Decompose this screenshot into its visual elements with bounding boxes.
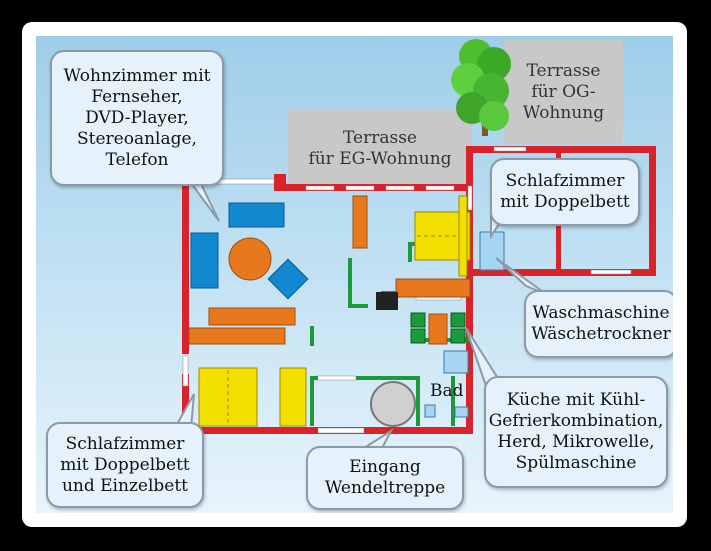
- tv-cabinet: [228, 202, 285, 228]
- callout-laundry: Waschmaschine Wäschetrockner: [524, 290, 673, 358]
- double-bed-left: [198, 367, 258, 427]
- bath-fixture-1: [424, 404, 436, 418]
- shelf-2: [188, 327, 286, 345]
- bath-label: Bad: [430, 381, 464, 401]
- floor-plan-drawing: [174, 39, 656, 452]
- armchair: [267, 258, 309, 300]
- table: [228, 237, 272, 281]
- callout-bedroom-right: Schlafzimmer mit Doppelbett: [490, 158, 640, 226]
- sofa: [190, 232, 219, 289]
- stove: [376, 292, 398, 310]
- kitchen-appliances: [410, 312, 466, 345]
- terrace-og: Terrasse für OG- Wohnung: [504, 40, 623, 144]
- floor-plan-canvas: Terrasse für EG-Wohnung Terrasse für OG-…: [36, 36, 673, 513]
- windows: [182, 146, 632, 434]
- fridge: [443, 350, 469, 374]
- terrace-eg: Terrasse für EG-Wohnung: [288, 109, 472, 189]
- callout-bedroom-left: Schlafzimmer mit Doppelbett und Einzelbe…: [46, 422, 204, 508]
- single-bed: [279, 367, 307, 427]
- wardrobe: [352, 195, 368, 249]
- bath-fixture-2: [454, 406, 469, 418]
- callout-living-room: Wohnzimmer mit Fernseher, DVD-Player, St…: [50, 50, 224, 186]
- tree-icon: [451, 39, 511, 136]
- callout-kitchen: Küche mit Kühl- Gefrierkombination, Herd…: [484, 376, 668, 488]
- spiral-staircase: [370, 381, 416, 427]
- washer: [479, 231, 505, 271]
- shelf-1: [208, 307, 296, 326]
- callout-entrance: Eingang Wendeltreppe: [306, 446, 464, 510]
- counter: [395, 278, 471, 298]
